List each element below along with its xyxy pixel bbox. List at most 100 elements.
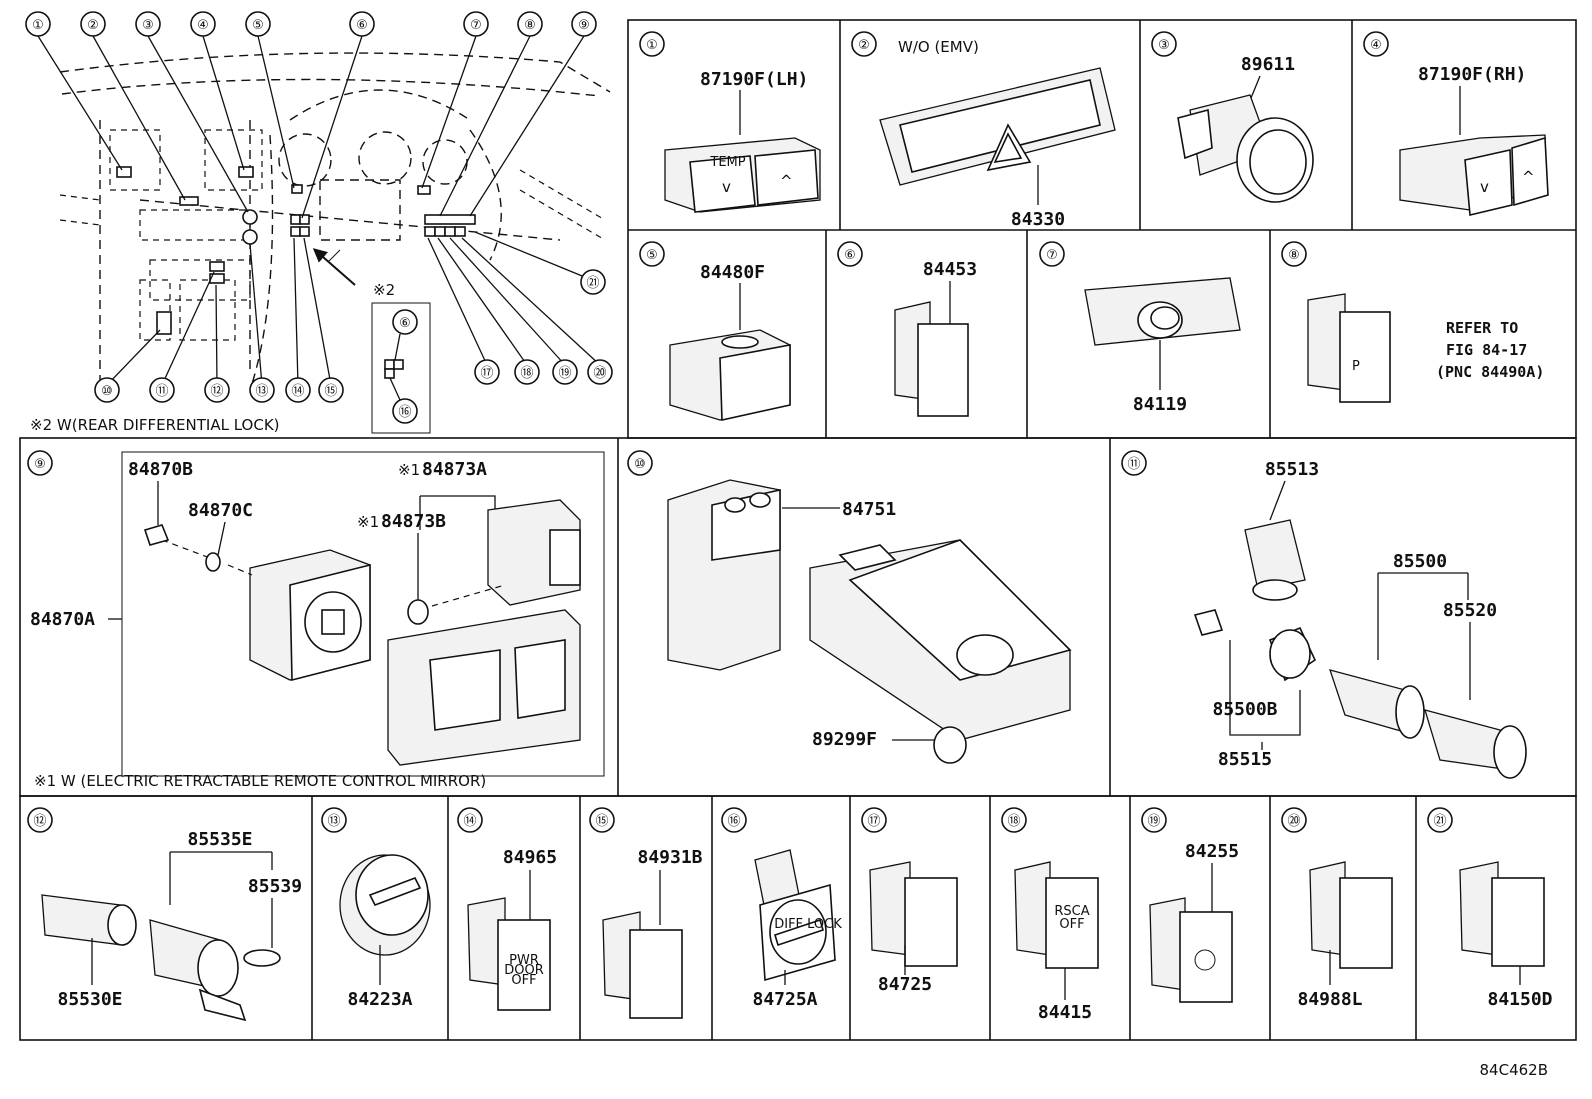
switch-84453-icon bbox=[894, 301, 969, 417]
cell-9: ⑨ 84870B 84870C ※1 84873A ※1 84873B 8487… bbox=[27, 450, 605, 790]
svg-text:85513: 85513 bbox=[1265, 459, 1319, 480]
svg-text:85539: 85539 bbox=[248, 876, 302, 897]
svg-text:⑧: ⑧ bbox=[1288, 248, 1300, 263]
svg-text:84751: 84751 bbox=[842, 499, 896, 520]
svg-text:⑭: ⑭ bbox=[291, 384, 304, 399]
svg-text:85500: 85500 bbox=[1393, 551, 1447, 572]
parking-sensor-switch-icon: P bbox=[1307, 293, 1391, 403]
svg-text:※1 W (ELECTRIC RETRACTABLE REM: ※1 W (ELECTRIC RETRACTABLE REMOTE CONTRO… bbox=[34, 772, 486, 790]
svg-text:84223A: 84223A bbox=[347, 989, 412, 1010]
crawl-control-switch-icon bbox=[869, 861, 958, 967]
temp-switch-rh-icon: v ^ bbox=[1399, 134, 1549, 216]
callout-13: ⑬ bbox=[249, 377, 275, 403]
callout-4: ④ bbox=[190, 11, 216, 37]
cell-11: ⑪ 85513 85500 85520 85500B 85515 bbox=[1121, 450, 1527, 779]
note-rear-diff-lock: ※2 W(REAR DIFFERENTIAL LOCK) bbox=[30, 416, 280, 434]
cell-3: ③ 89611 bbox=[1151, 31, 1314, 203]
rotary-light-switch-icon bbox=[339, 854, 431, 956]
svg-text:84988L: 84988L bbox=[1297, 989, 1362, 1010]
svg-text:⑰: ⑰ bbox=[480, 366, 493, 381]
cell-10: ⑩ 84751 89299F bbox=[627, 450, 1072, 764]
callout-17: ⑰ bbox=[474, 359, 500, 385]
shift-console-panel-icon bbox=[809, 539, 1072, 764]
callout-11: ⑪ bbox=[149, 377, 175, 403]
rsca-off-switch-icon: RSCA OFF bbox=[1014, 861, 1099, 969]
cell-19: ⑲ 84255 bbox=[1141, 807, 1239, 1003]
svg-text:⑪: ⑪ bbox=[155, 384, 168, 399]
svg-text:㉑: ㉑ bbox=[1433, 814, 1446, 829]
cell-20: ⑳ 84988L bbox=[1281, 807, 1393, 1010]
svg-text:85500B: 85500B bbox=[1212, 699, 1277, 720]
svg-text:⑮: ⑮ bbox=[595, 814, 608, 829]
svg-text:②: ② bbox=[858, 38, 870, 53]
push-start-button-icon bbox=[1177, 94, 1314, 203]
temp-switch-lh-icon: TEMP v ^ bbox=[664, 137, 821, 213]
svg-text:89299F: 89299F bbox=[812, 729, 877, 750]
svg-text:②: ② bbox=[87, 18, 99, 33]
svg-text:⑩: ⑩ bbox=[101, 384, 113, 399]
diff-lock-rotary-switch-icon: DIFF LOCK bbox=[754, 849, 842, 982]
svg-text:③: ③ bbox=[1158, 38, 1170, 53]
svg-text:84725: 84725 bbox=[878, 974, 932, 995]
svg-text:④: ④ bbox=[1370, 38, 1382, 53]
switch-84255-icon bbox=[1149, 897, 1233, 1003]
svg-text:P: P bbox=[1352, 359, 1360, 374]
cell-14: ⑭ 84965 PWR DOOR OFF bbox=[457, 807, 557, 1011]
svg-text:⑧: ⑧ bbox=[524, 18, 536, 33]
callout-15: ⑮ bbox=[318, 377, 344, 403]
callout-6: ⑥ bbox=[349, 11, 375, 37]
svg-text:(PNC 84490A): (PNC 84490A) bbox=[1436, 363, 1544, 381]
svg-text:⑮: ⑮ bbox=[324, 384, 337, 399]
svg-text:⑨: ⑨ bbox=[578, 18, 590, 33]
callout-14: ⑭ bbox=[285, 377, 311, 403]
callout-8: ⑧ bbox=[517, 11, 543, 37]
cell-4: ④ 87190F(RH) v ^ bbox=[1363, 31, 1549, 216]
svg-text:⑱: ⑱ bbox=[520, 366, 533, 381]
callout-18: ⑱ bbox=[514, 359, 540, 385]
cell-2: ② W/O (EMV) 84330 bbox=[851, 31, 1116, 230]
svg-text:⑦: ⑦ bbox=[1046, 248, 1058, 263]
svg-text:⑰: ⑰ bbox=[867, 814, 880, 829]
svg-text:84480F: 84480F bbox=[700, 262, 765, 283]
svg-text:PWR: PWR bbox=[509, 953, 539, 968]
svg-text:⑤: ⑤ bbox=[646, 248, 658, 263]
svg-text:④: ④ bbox=[197, 18, 209, 33]
lighter-element-icon bbox=[1329, 669, 1527, 779]
svg-text:⑫: ⑫ bbox=[33, 814, 46, 829]
svg-text:87190F(LH): 87190F(LH) bbox=[700, 69, 808, 90]
svg-text:W/O (EMV): W/O (EMV) bbox=[898, 38, 979, 56]
callout-19: ⑲ bbox=[552, 359, 578, 385]
svg-text:84873A: 84873A bbox=[422, 459, 487, 480]
hazard-switch-icon bbox=[879, 67, 1116, 186]
power-outlet-icon bbox=[41, 894, 281, 1022]
svg-text:^: ^ bbox=[780, 172, 793, 190]
cell-13: ⑬ 84223A bbox=[321, 807, 431, 1010]
svg-text:㉑: ㉑ bbox=[586, 276, 599, 291]
rear-diff-inset: ※2 ⑥ ⑯ bbox=[371, 281, 431, 434]
svg-text:①: ① bbox=[646, 38, 658, 53]
svg-text:③: ③ bbox=[142, 18, 154, 33]
switch-bezel-icon bbox=[387, 609, 581, 766]
cell-5: ⑤ 84480F bbox=[639, 241, 791, 421]
svg-text:⑨: ⑨ bbox=[34, 457, 46, 472]
svg-text:⑤: ⑤ bbox=[252, 18, 264, 33]
callout-21: ㉑ bbox=[580, 269, 606, 295]
svg-text:⑳: ⑳ bbox=[593, 366, 606, 381]
callout-2: ② bbox=[80, 11, 106, 37]
svg-text:84119: 84119 bbox=[1133, 394, 1187, 415]
back-door-switch-icon bbox=[602, 911, 683, 1019]
dashboard-overview bbox=[37, 35, 611, 400]
sheet-code: 84C462B bbox=[1480, 1061, 1548, 1079]
cigarette-lighter-socket-icon bbox=[1244, 519, 1306, 601]
svg-text:84150D: 84150D bbox=[1487, 989, 1552, 1010]
mirror-switch-icon bbox=[143, 524, 371, 682]
svg-text:⑦: ⑦ bbox=[470, 18, 482, 33]
svg-text:⑥: ⑥ bbox=[356, 18, 368, 33]
cell-7: ⑦ 84119 bbox=[1039, 241, 1241, 415]
svg-text:84330: 84330 bbox=[1011, 209, 1065, 230]
svg-text:OFF: OFF bbox=[1059, 917, 1084, 932]
cell-1: ① 87190F(LH) TEMP v ^ bbox=[639, 31, 821, 213]
headlamp-dial-switch-icon bbox=[1084, 277, 1241, 346]
svg-text:84870C: 84870C bbox=[188, 500, 253, 521]
